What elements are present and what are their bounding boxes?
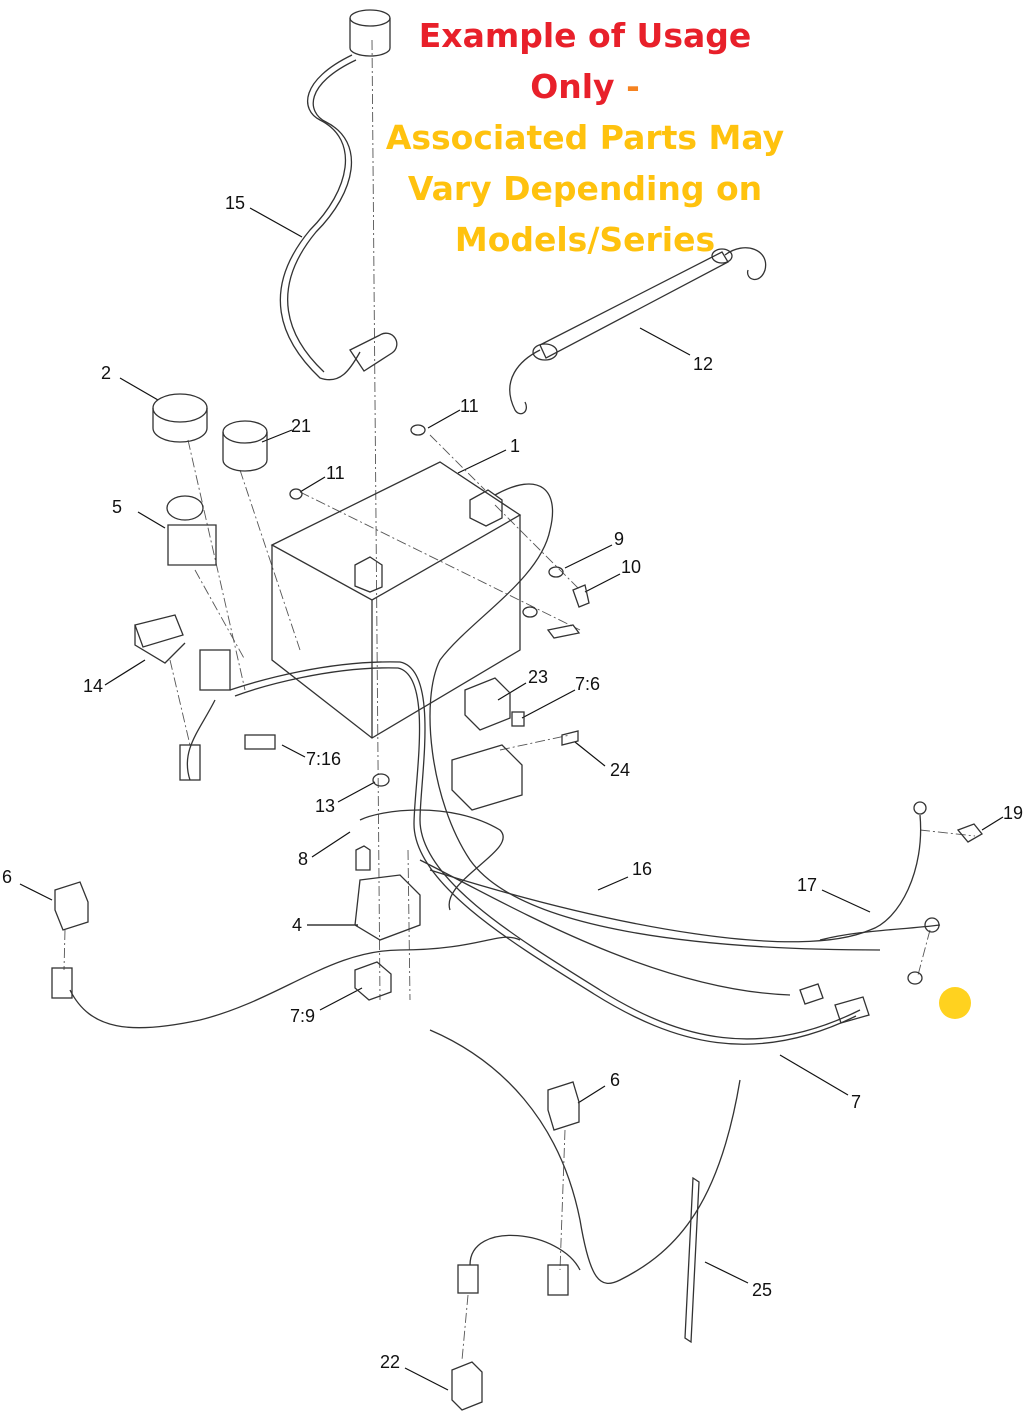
callout-10: 10	[621, 557, 642, 577]
callout-7-9: 7:9	[290, 1006, 316, 1026]
callout-15: 15	[225, 193, 246, 213]
disclaimer-line-4: Models/Series	[454, 220, 716, 259]
components	[51, 393, 983, 1411]
highlight-marker	[939, 987, 971, 1019]
callout-12: 12	[693, 354, 714, 374]
callout-7: 7	[851, 1092, 862, 1112]
callout-7-6: 7:6	[575, 674, 601, 694]
callout-4: 4	[292, 915, 303, 935]
callout-6-left: 6	[2, 867, 13, 887]
callout-22: 22	[380, 1352, 401, 1372]
callout-7-16: 7:16	[306, 749, 342, 769]
callout-9: 9	[614, 529, 625, 549]
wire-harness-7	[69, 661, 941, 1285]
callout-23: 23	[528, 667, 549, 687]
callout-6-center: 6	[610, 1070, 621, 1090]
disclaimer-line-1: Example of Usage Only	[418, 16, 752, 106]
callout-2: 2	[101, 363, 112, 383]
disclaimer-line-3: Vary Depending on	[407, 169, 763, 208]
wire-15	[279, 9, 398, 381]
callout-11-top: 11	[460, 396, 479, 416]
disclaimer-line-2: Associated Parts May	[385, 118, 785, 157]
callout-8: 8	[298, 849, 309, 869]
rod-12	[509, 247, 767, 415]
callout-13: 13	[315, 796, 336, 816]
callout-19: 19	[1003, 803, 1024, 823]
callout-21: 21	[291, 416, 312, 436]
callout-14: 14	[83, 676, 104, 696]
callout-25: 25	[752, 1280, 773, 1300]
callout-5: 5	[112, 497, 123, 517]
callout-17: 17	[797, 875, 818, 895]
disclaimer-dash: -	[626, 67, 640, 106]
battery	[270, 461, 881, 951]
callout-1: 1	[510, 436, 521, 456]
callout-11-left: 11	[326, 463, 345, 483]
leader-lines	[19, 207, 1004, 1391]
callout-16: 16	[632, 859, 653, 879]
callout-24: 24	[610, 760, 631, 780]
usage-disclaimer: Example of Usage Only - Associated Parts…	[380, 10, 790, 265]
